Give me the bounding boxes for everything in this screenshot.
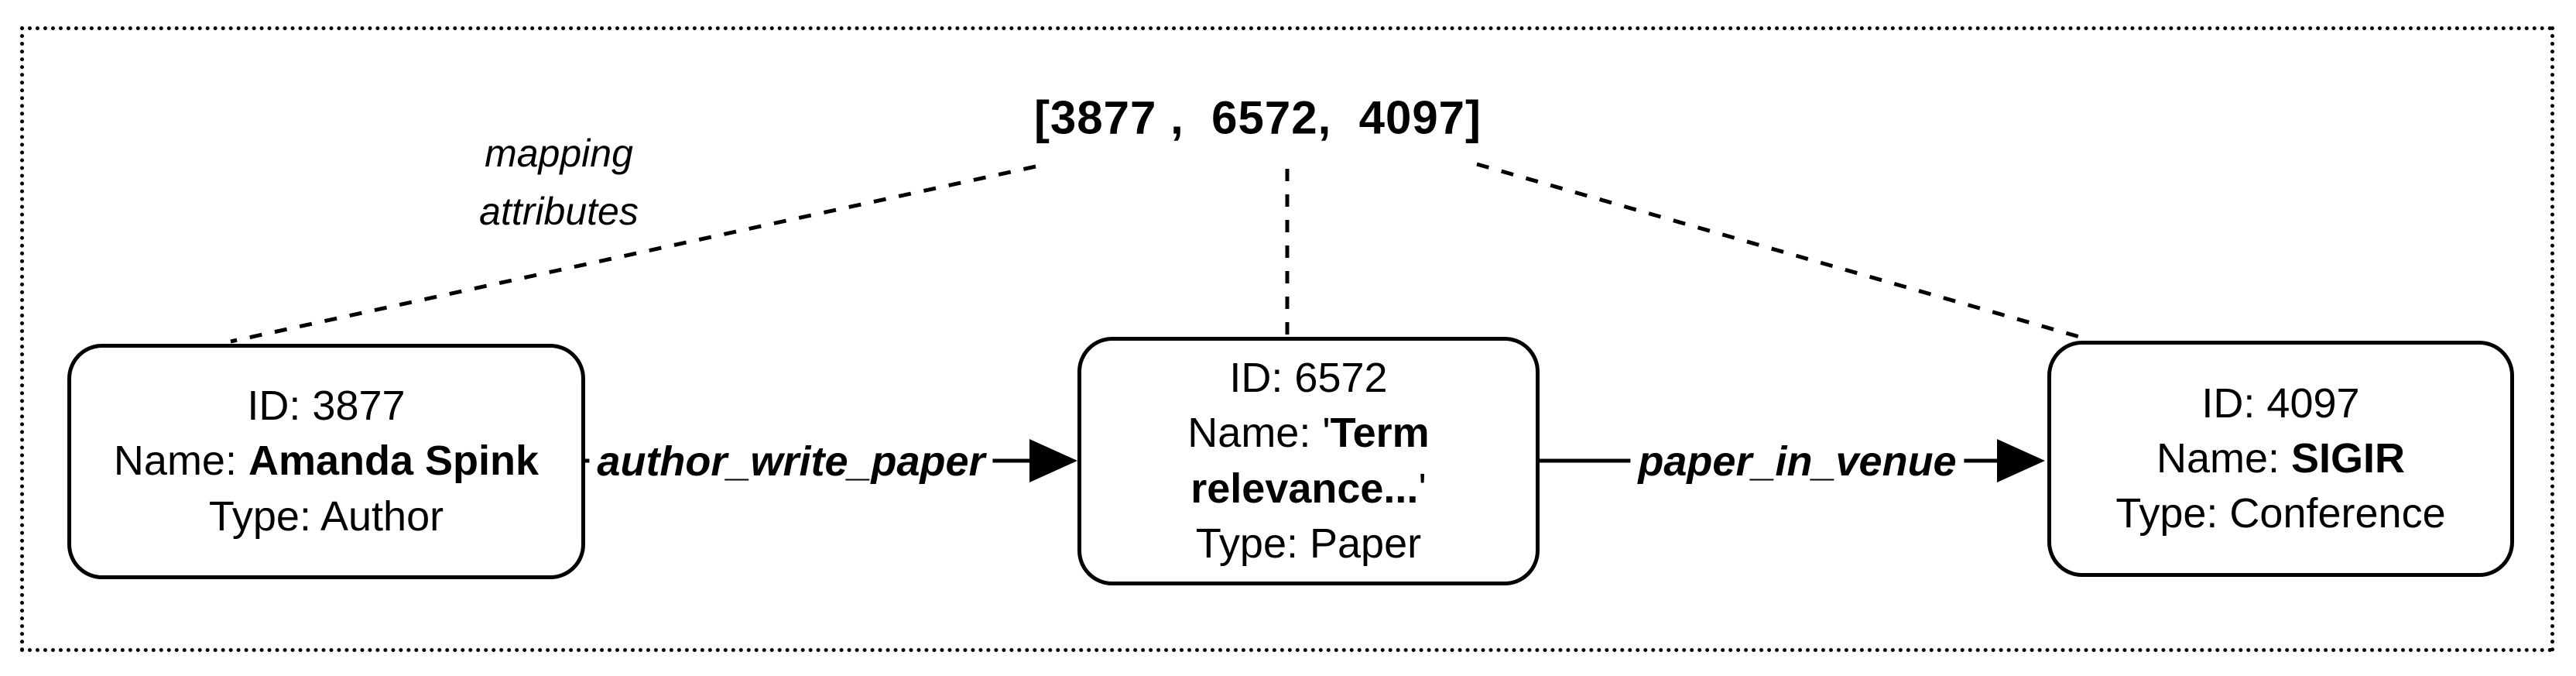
node-name-prefix: Name:	[113, 438, 248, 485]
node-id-line: ID: 3877	[247, 383, 406, 430]
node-name-line: Name: 'Term relevance...'	[1098, 406, 1519, 516]
arrowhead-author-write-paper	[1029, 439, 1077, 482]
node-name-line: Name: Amanda Spink	[114, 434, 539, 489]
entity-node-author: ID: 3877 Name: Amanda Spink Type: Author	[67, 344, 585, 579]
entity-node-paper: ID: 6572 Name: 'Term relevance...' Type:…	[1077, 337, 1540, 585]
node-type-line: Type: Conference	[2115, 490, 2446, 537]
node-name-value: Term relevance...	[1190, 410, 1430, 512]
mapping-dashed-line-author	[230, 164, 1036, 344]
edge-label-author-write-paper: author_write_paper	[589, 438, 993, 486]
node-name-value: Amanda Spink	[248, 438, 540, 485]
mapping-dashed-line-conference	[1476, 162, 2083, 340]
node-name-value: SIGIR	[2291, 434, 2406, 482]
entity-node-conference: ID: 4097 Name: SIGIR Type: Conference	[2047, 341, 2514, 577]
node-type-line: Type: Paper	[1195, 520, 1422, 567]
node-type-line: Type: Author	[208, 492, 444, 540]
mapping-attributes-label: mapping attributes	[479, 132, 639, 233]
node-name-prefix: Name:	[2156, 434, 2292, 482]
mapping-ids-label: [3877 , 6572, 4097]	[1033, 91, 1482, 144]
edge-label-paper-in-venue: paper_in_venue	[1630, 438, 1965, 486]
arrowhead-paper-in-venue	[1997, 439, 2045, 482]
node-id-line: ID: 6572	[1229, 354, 1388, 401]
node-id-line: ID: 4097	[2201, 379, 2360, 427]
figure-dotted-border	[20, 26, 2554, 652]
node-name-line: Name: SIGIR	[2156, 431, 2405, 486]
node-name-prefix: Name: '	[1187, 410, 1331, 457]
node-name-suffix: '	[1418, 465, 1427, 512]
